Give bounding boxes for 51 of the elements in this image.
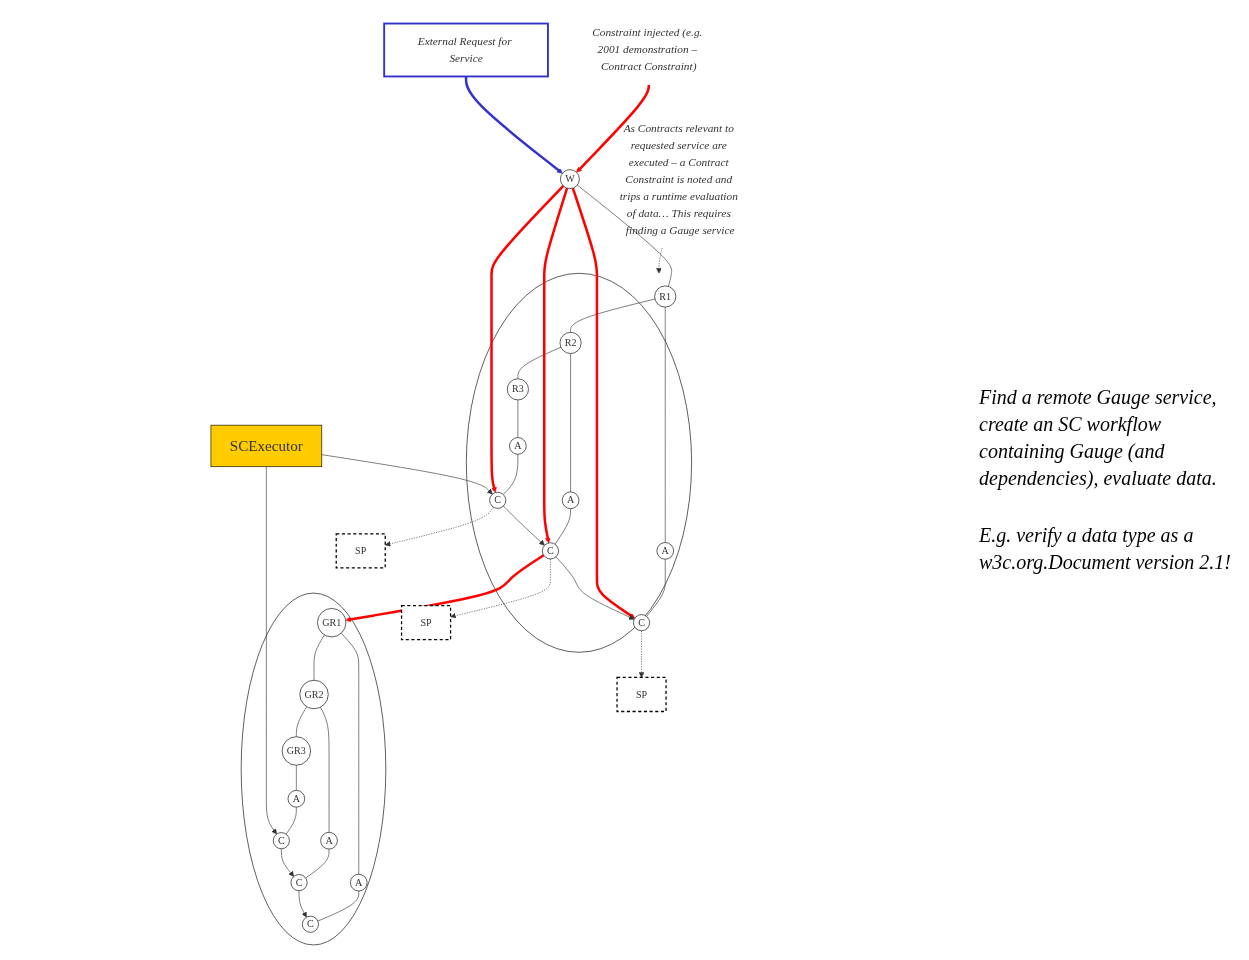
node-circle: GR2 [299,679,329,710]
node-circle: R1 [654,285,677,308]
arrow [571,187,636,619]
node-circle: C [302,915,319,933]
node-box: External Request for Service [383,22,549,78]
node-text: Constraint injected (e.g. 2001 demonstration – Contract Constraint) [592,26,703,73]
connector [517,346,562,380]
node-box: SP [335,533,386,569]
connector [646,558,666,617]
connector [577,184,672,287]
node-circle: A [350,873,368,892]
connector [285,806,297,835]
node-circle: R2 [559,332,582,354]
node-circle: A [509,437,527,455]
node-box: SCExecutor [210,424,323,468]
connector [305,848,330,879]
arrow [576,84,650,173]
node-box: SP [616,676,667,713]
node-box: SP [400,605,452,641]
connector [320,706,330,833]
connector [341,632,360,875]
connector [503,454,519,495]
note-text: E.g. verify a data type as a w3c.org.Document version 2.1! [979,523,1232,576]
arrow [345,554,545,623]
connector [554,508,571,545]
node-circle: W [560,169,580,189]
connector [317,890,360,922]
connector [296,764,297,791]
node-circle: A [320,832,338,850]
connector [664,306,666,543]
node-circle: GR3 [281,736,311,766]
connector [296,706,308,737]
node-circle: A [287,790,306,808]
arrow [542,187,569,544]
node-circle: C [489,491,507,509]
arrow [464,76,563,174]
connector [570,353,571,493]
node-circle: C [290,874,308,892]
connector [570,298,656,333]
node-circle: C [542,542,559,560]
node-circle: C [633,614,650,632]
node-circle: C [272,832,290,850]
connector [313,634,325,681]
node-circle: A [656,542,674,560]
connector [517,399,519,438]
note-text: Find a remote Gauge service, create an SC workflow containing Gauge (and dependencies), evaluate data. [979,385,1218,492]
node-circle: R3 [506,378,529,401]
node-circle: GR1 [317,608,347,638]
node-circle: A [561,491,580,509]
node-text: As Contracts relevant to requested service are executed – a Contract Constraint is noted and trips a runtime evaluation of data… This requires finding a Gauge service [619,121,738,237]
arrow [490,185,565,493]
